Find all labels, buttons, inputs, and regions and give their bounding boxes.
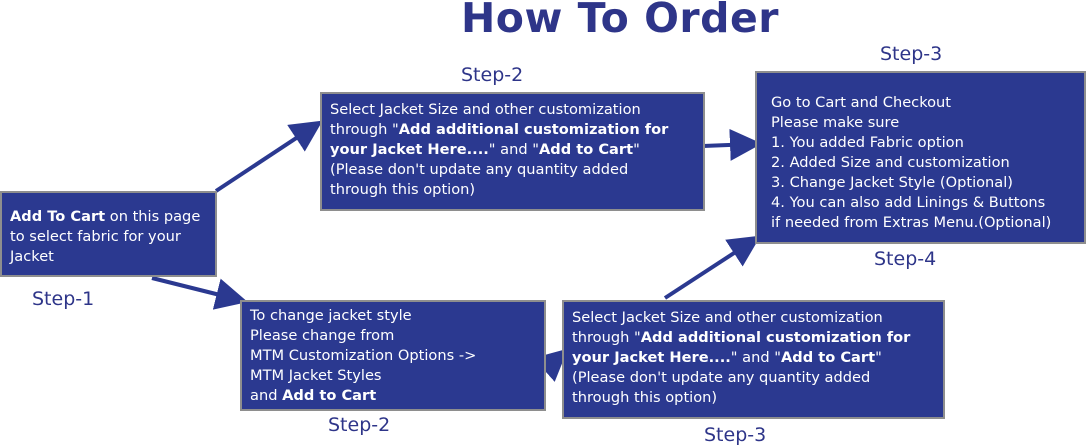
step-text-line: MTM Customization Options -> xyxy=(250,346,536,366)
step-text-line: Jacket xyxy=(10,247,207,267)
arrow-step2-bottom-to-step3-bottom xyxy=(533,348,568,382)
step-text-line: 1. You added Fabric option xyxy=(771,133,1076,153)
step-text: through " xyxy=(572,329,641,346)
step-text-bold: Add additional customization for xyxy=(640,329,911,346)
step-text-bold: Add to Cart xyxy=(780,349,876,366)
step-text-line: Please change from xyxy=(250,326,536,346)
step-text: and xyxy=(250,387,283,404)
step1-label: Step-1 xyxy=(32,288,95,310)
step-text: " and " xyxy=(488,141,539,158)
step2-top-label: Step-2 xyxy=(461,64,524,86)
step-text: 4. You can also add Linings & Buttons xyxy=(771,194,1046,211)
step-text: MTM Jacket Styles xyxy=(250,367,382,384)
step-text-line: Select Jacket Size and other customizati… xyxy=(330,100,695,120)
step-text-bold: your Jacket Here.... xyxy=(572,349,731,366)
step3-top-label: Step-3 xyxy=(880,43,943,65)
step-text-bold: your Jacket Here.... xyxy=(330,141,489,158)
step-text: " and " xyxy=(730,349,781,366)
step-text-line: 2. Added Size and customization xyxy=(771,153,1076,173)
step-text: Go to Cart and Checkout xyxy=(771,94,952,111)
step2-bottom-label: Step-2 xyxy=(328,414,391,436)
step-text-line: and Add to Cart xyxy=(250,386,536,406)
step-text: Please change from xyxy=(250,327,395,344)
page-title: How To Order xyxy=(460,0,780,42)
step-text-bold: Add to Cart xyxy=(282,387,377,404)
step-text: Jacket xyxy=(10,248,54,265)
step-text: to select fabric for your xyxy=(10,228,181,245)
step-text-line: 4. You can also add Linings & Buttons xyxy=(771,193,1076,213)
step-text-line: (Please don't update any quantity added xyxy=(330,160,695,180)
step-text: (Please don't update any quantity added xyxy=(330,161,629,178)
step-text: on this page xyxy=(105,208,201,225)
step-text-line: through "Add additional customization fo… xyxy=(572,328,935,348)
step-text: through " xyxy=(330,121,399,138)
step-text-line: through "Add additional customization fo… xyxy=(330,120,695,140)
step-text: Select Jacket Size and other customizati… xyxy=(330,101,641,118)
step-text: Select Jacket Size and other customizati… xyxy=(572,309,883,326)
step-text-line: through this option) xyxy=(330,180,695,200)
step-text-line: if needed from Extras Menu.(Optional) xyxy=(771,213,1076,233)
step-text-line: 3. Change Jacket Style (Optional) xyxy=(771,173,1076,193)
step3-bottom-label: Step-3 xyxy=(704,424,767,446)
arrow-step3-bottom-to-step3-top xyxy=(663,235,761,300)
step-text: Please make sure xyxy=(771,114,900,131)
step-text: 1. You added Fabric option xyxy=(771,134,964,151)
arrow-step2-top-to-step3-top xyxy=(702,128,762,161)
step-text-line: Go to Cart and Checkout xyxy=(771,93,1076,113)
step-text: 3. Change Jacket Style (Optional) xyxy=(771,174,1014,191)
step-text-line: Please make sure xyxy=(771,113,1076,133)
step-text: if needed from Extras Menu.(Optional) xyxy=(771,214,1052,231)
step-text-line: (Please don't update any quantity added xyxy=(572,368,935,388)
step3-bottom-box: Select Jacket Size and other customizati… xyxy=(562,300,945,419)
step-text-bold: Add To Cart xyxy=(10,208,106,225)
step4-label: Step-4 xyxy=(874,248,937,270)
step-text: " xyxy=(875,349,882,366)
step-text-line: your Jacket Here...." and "Add to Cart" xyxy=(330,140,695,160)
arrow-step1-to-step2-top xyxy=(214,120,323,193)
step-text-line: MTM Jacket Styles xyxy=(250,366,536,386)
step-text: through this option) xyxy=(330,181,476,198)
step2-top-box: Select Jacket Size and other customizati… xyxy=(320,92,705,211)
step-text: through this option) xyxy=(572,389,718,406)
step-text: 2. Added Size and customization xyxy=(771,154,1010,171)
step-text-line: To change jacket style xyxy=(250,306,536,326)
step-text-line: Select Jacket Size and other customizati… xyxy=(572,308,935,328)
step-text: To change jacket style xyxy=(250,307,412,324)
step-text-line: your Jacket Here...." and "Add to Cart" xyxy=(572,348,935,368)
step-text: " xyxy=(633,141,640,158)
step-text: MTM Customization Options -> xyxy=(250,347,477,364)
step-text-line: Add To Cart on this page xyxy=(10,207,207,227)
step-text-line: through this option) xyxy=(572,388,935,408)
arrow-step1-to-step2-bottom xyxy=(151,276,248,310)
step-text: (Please don't update any quantity added xyxy=(572,369,871,386)
step-text-bold: Add additional customization for xyxy=(398,121,669,138)
step-text-line: to select fabric for your xyxy=(10,227,207,247)
step-text-bold: Add to Cart xyxy=(538,141,634,158)
